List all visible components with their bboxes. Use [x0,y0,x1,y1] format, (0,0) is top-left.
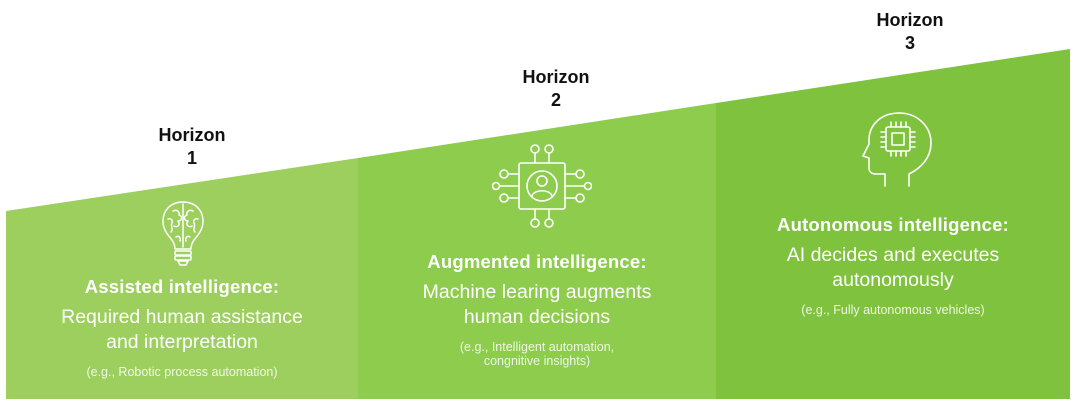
stage-2-example: (e.g., Intelligent automation, congnitiv… [358,340,716,368]
panel-2-background [358,103,716,399]
brain-lightbulb-icon [162,201,204,266]
horizon-2-number: 2 [550,90,561,110]
stage-2-description-line: Machine learing augments [422,281,652,303]
stage-1-description-line: Required human assistance [61,306,303,328]
stage-3-description-line: AI decides and executes [786,244,1000,266]
stage-3-title: Autonomous intelligence: [777,214,1009,235]
horizon-1-number: 1 [186,148,197,168]
stage-2-example-line: (e.g., Intelligent automation, [459,340,615,354]
stage-2-example-line: congnitive insights) [483,354,591,368]
circuit-chip-person-icon [492,144,592,228]
horizon-1-label: Horizon 1 [122,124,262,170]
horizon-2-word: Horizon [522,67,590,87]
stage-2-text: Augmented intelligence: Machine learing … [358,251,716,368]
stage-1-description: Required human assistance and interpreta… [6,305,358,355]
stage-1-example: (e.g., Robotic process automation) [6,365,358,379]
stage-3-example: (e.g., Fully autonomous vehicles) [716,303,1070,317]
horizon-3-word: Horizon [876,10,944,30]
horizon-3-number: 3 [904,33,915,53]
stage-1-example-line: (e.g., Robotic process automation) [86,365,278,379]
stage-1-text: Assisted intelligence: Required human as… [6,276,358,379]
stage-3-text: Autonomous intelligence: AI decides and … [716,214,1070,317]
horizon-1-word: Horizon [158,125,226,145]
stage-3-description: AI decides and executes autonomously [716,243,1070,293]
head-chip-icon [862,112,932,187]
stage-3-example-line: (e.g., Fully autonomous vehicles) [801,303,985,317]
panel-1-background [6,158,358,399]
stage-2-title: Augmented intelligence: [427,251,647,272]
stage-1-description-line: and interpretation [106,331,258,353]
stage-2-description-line: human decisions [463,306,611,328]
panel-3-background [716,49,1070,399]
stage-1-title: Assisted intelligence: [84,276,280,297]
horizon-2-label: Horizon 2 [486,66,626,112]
stage-3-description-line: autonomously [832,269,954,291]
horizon-3-label: Horizon 3 [840,9,980,55]
stage-2-description: Machine learing augments human decisions [358,280,716,330]
